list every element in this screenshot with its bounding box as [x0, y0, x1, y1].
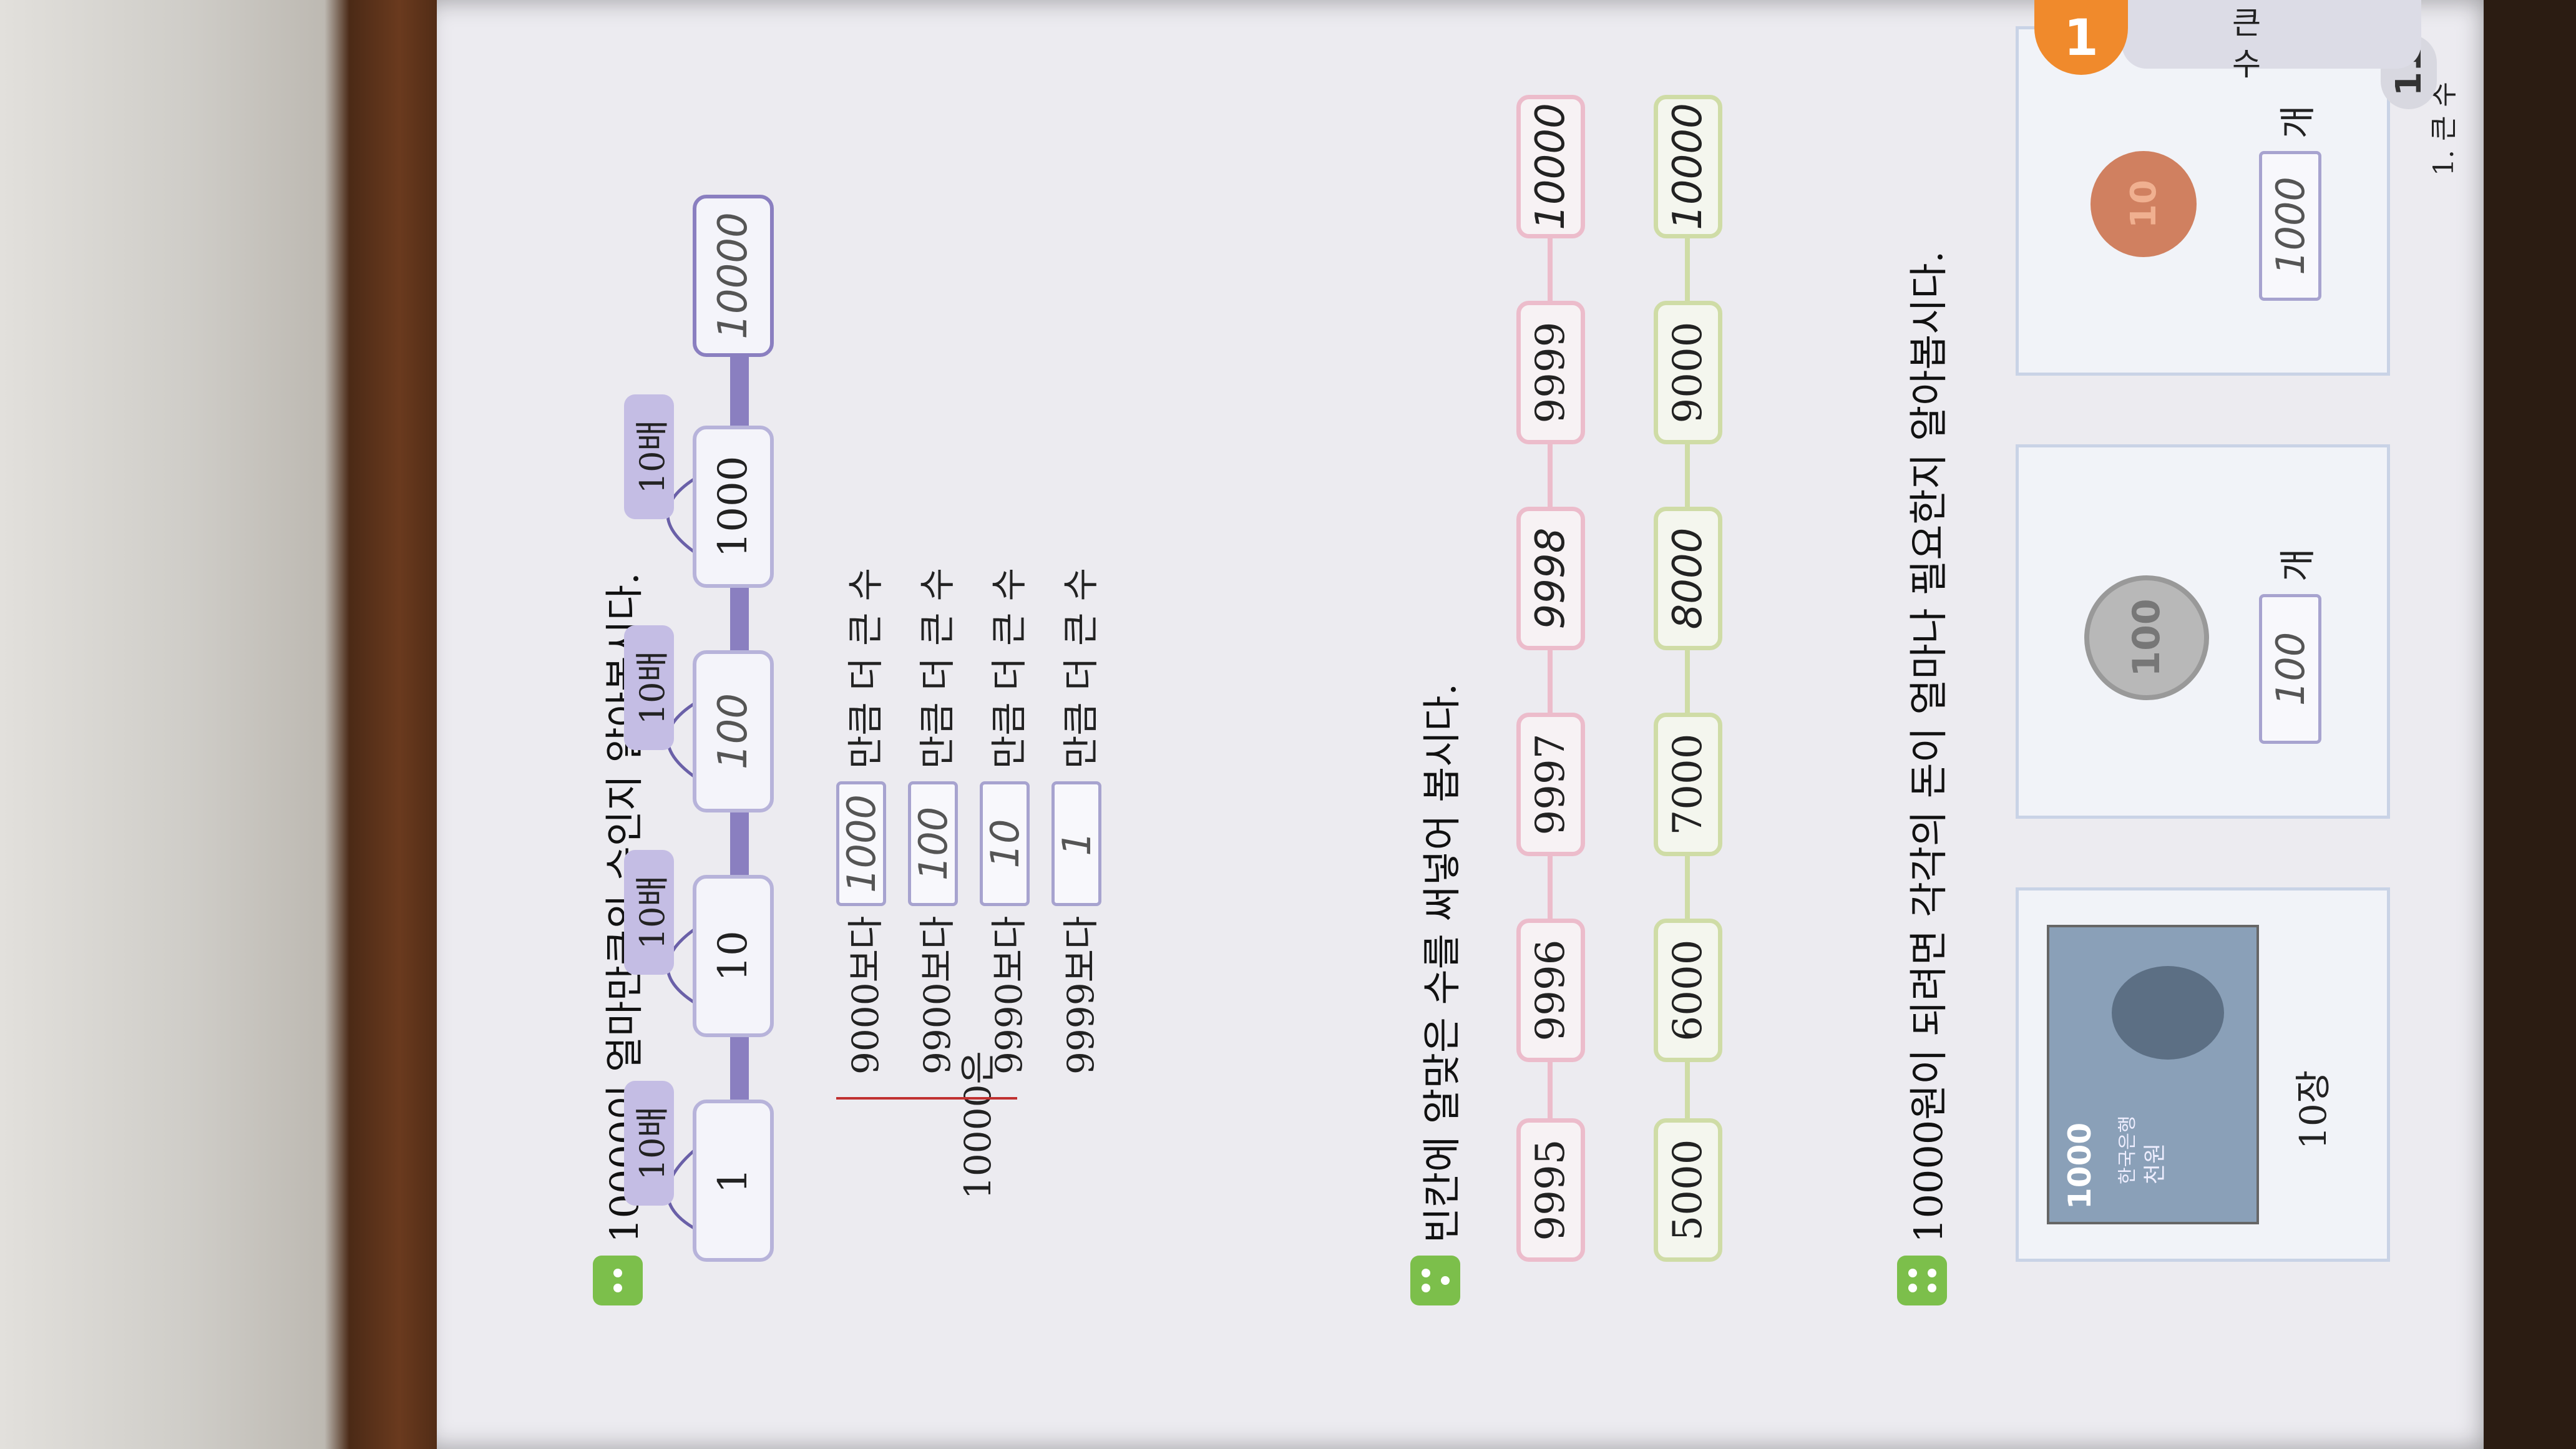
row2-chip: 5000	[1654, 1118, 1722, 1262]
row1-chip: 9995	[1516, 1118, 1585, 1262]
row2-answer[interactable]: 10000	[1654, 95, 1722, 238]
row1-line	[1548, 120, 1553, 1243]
unit-label: 개	[2276, 105, 2319, 139]
statement-left: 9000보다	[844, 915, 887, 1075]
banknote-count: 10장	[2292, 1070, 2334, 1149]
times-tag: 10배	[624, 625, 674, 750]
banknote-denomination: 1000	[2062, 1122, 2098, 1209]
banknote-bank: 한국은행	[2117, 1115, 2139, 1184]
row2-chip: 6000	[1654, 919, 1722, 1062]
statement-right: 만큼 더 큰 수	[1060, 567, 1102, 769]
row2-chip: 9000	[1654, 301, 1722, 444]
answer-box[interactable]: 100	[908, 781, 958, 906]
row2-chip: 7000	[1654, 713, 1722, 856]
ladder-box-10000[interactable]: 10000	[693, 195, 774, 357]
ladder-box-10: 10	[693, 875, 774, 1037]
ladder-box-1000: 1000	[693, 426, 774, 588]
ladder-box-100[interactable]: 100	[693, 650, 774, 812]
row1-answer[interactable]: 10000	[1516, 95, 1585, 238]
book-cover-edge	[2484, 0, 2576, 1449]
banknote-name: 천원	[2142, 1143, 2168, 1184]
times-tag: 10배	[624, 394, 674, 519]
row2-answer[interactable]: 8000	[1654, 507, 1722, 650]
chapter-title: 큰 수	[2226, 6, 2262, 79]
coin10-panel	[2016, 26, 2390, 376]
dice-icon	[1897, 1256, 1947, 1305]
times-tag: 10배	[624, 850, 674, 975]
unit-label: 개	[2276, 548, 2319, 582]
coin-10-icon: 10	[2091, 151, 2197, 257]
row1-chip: 9999	[1516, 301, 1585, 444]
statement-right: 만큼 더 큰 수	[844, 567, 887, 769]
answer-box[interactable]: 10	[980, 781, 1030, 906]
page-content: 10000이 얼마만큼의 수인지 알아봅시다. 1 10 100 1000 10…	[437, 0, 2460, 1449]
bracket	[836, 1087, 1017, 1100]
statement-left: 9990보다	[988, 915, 1030, 1075]
statement-right: 만큼 더 큰 수	[988, 567, 1030, 769]
coin10-answer[interactable]: 1000	[2259, 151, 2321, 301]
times-tag: 10배	[624, 1081, 674, 1206]
statement-left: 9900보다	[916, 915, 959, 1075]
statement-right: 만큼 더 큰 수	[916, 567, 959, 769]
statement-left: 9999보다	[1060, 915, 1102, 1075]
ladder-box-1: 1	[693, 1100, 774, 1262]
row1-answer[interactable]: 9998	[1516, 507, 1585, 650]
banknote-image: 1000 한국은행 천원	[2047, 925, 2259, 1224]
chapter-number-badge: 1	[2034, 0, 2128, 75]
answer-box[interactable]: 1000	[836, 781, 886, 906]
dice-icon	[1410, 1256, 1460, 1305]
row1-chip: 9997	[1516, 713, 1585, 856]
chapter-tab	[2122, 0, 2421, 69]
coin100-answer[interactable]: 100	[2259, 594, 2321, 744]
activity2-title: 빈칸에 알맞은 수를 써넣어 봅시다.	[1419, 683, 1465, 1243]
coin-100-icon: 100	[2084, 575, 2209, 700]
row1-chip: 9996	[1516, 919, 1585, 1062]
activity3-title: 10000원이 되려면 각각의 돈이 얼마나 필요한지 알아봅시다.	[1906, 250, 1951, 1243]
row2-line	[1685, 120, 1690, 1243]
portrait-image	[2112, 966, 2224, 1060]
answer-box[interactable]: 1	[1051, 781, 1101, 906]
